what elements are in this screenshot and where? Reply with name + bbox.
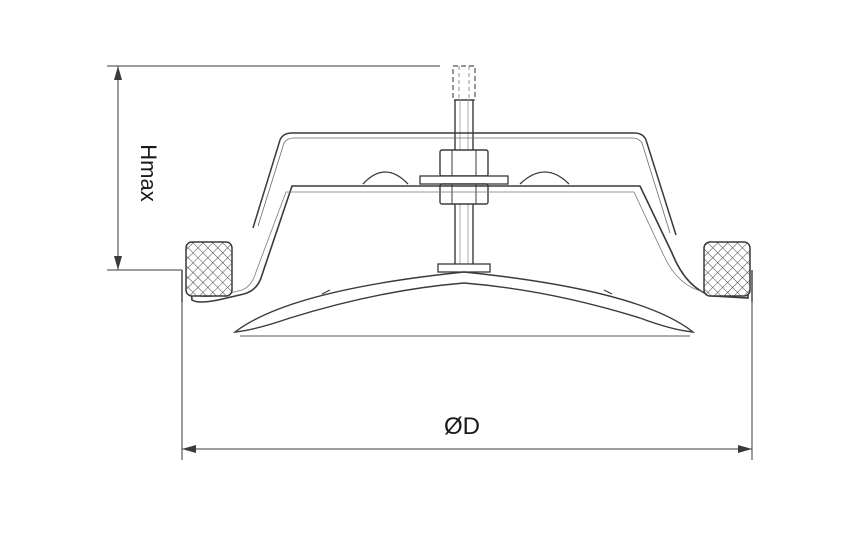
- height-arrow-bottom: [114, 256, 122, 270]
- spring-left: [362, 171, 409, 185]
- nut-lower: [439, 183, 489, 205]
- diameter-arrow-right: [738, 445, 752, 453]
- spring-right: [519, 171, 570, 185]
- valve-assembly: [181, 65, 753, 337]
- diameter-arrow-left: [182, 445, 196, 453]
- gasket-left: [185, 241, 233, 297]
- height-dimension: Hmax: [107, 65, 440, 271]
- washer: [419, 175, 509, 185]
- diameter-label: ØD: [444, 413, 480, 440]
- height-arrow-top: [114, 66, 122, 80]
- diameter-dimension: ØD: [181, 278, 753, 460]
- base-plate: [437, 263, 491, 273]
- housing: [189, 185, 749, 303]
- gasket-right: [703, 241, 751, 297]
- disc: [232, 271, 696, 333]
- nut-upper: [439, 149, 489, 177]
- cover: [252, 132, 677, 236]
- height-label: Hmax: [136, 144, 161, 201]
